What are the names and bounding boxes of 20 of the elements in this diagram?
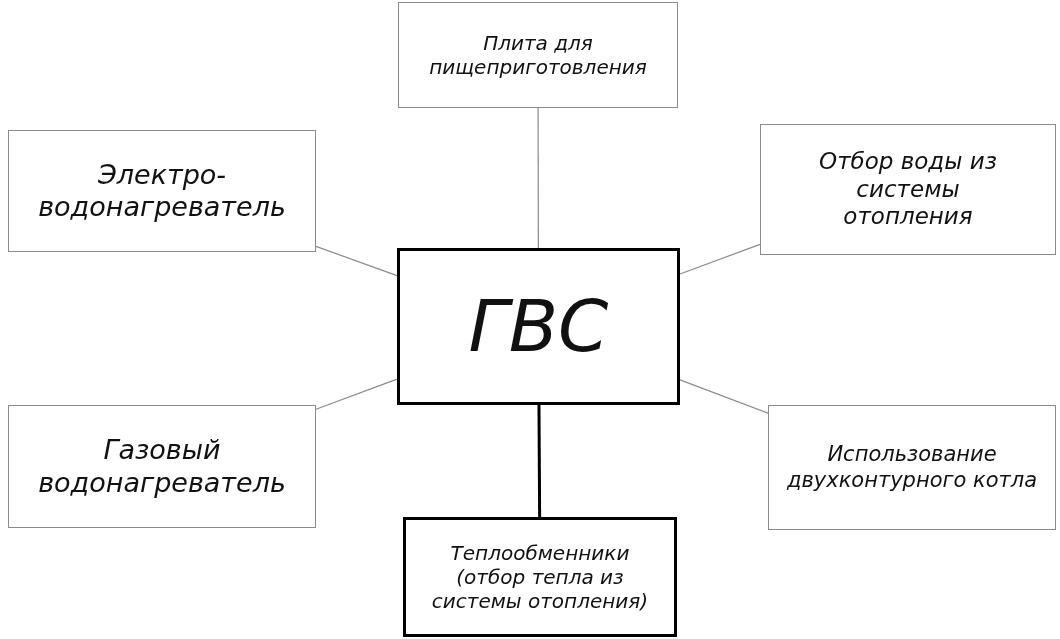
connector-line xyxy=(537,107,539,249)
text-box xyxy=(8,405,316,528)
connector-line xyxy=(315,245,398,277)
text-box xyxy=(760,124,1056,255)
text-box xyxy=(768,405,1056,530)
connector-line xyxy=(679,379,769,414)
box-label: Отбор воды из системы отопления xyxy=(818,148,998,231)
text-box xyxy=(397,248,680,405)
text-box xyxy=(403,517,677,637)
box-label: Электро- водонагреватель xyxy=(37,158,287,224)
box-label: Плита для пищеприготовления xyxy=(428,31,648,79)
connector-line xyxy=(679,243,761,275)
text-box xyxy=(398,2,678,108)
connector-line xyxy=(315,378,398,410)
box-label: ГВС xyxy=(467,283,610,370)
box-label: Газовый водонагреватель xyxy=(37,434,287,499)
connector-line xyxy=(537,405,542,517)
box-label: Теплообменники (отбор тепла из системы отопления) xyxy=(430,541,650,613)
text-box xyxy=(8,130,316,252)
box-label: Использование двухконтурного котла xyxy=(785,442,1039,493)
